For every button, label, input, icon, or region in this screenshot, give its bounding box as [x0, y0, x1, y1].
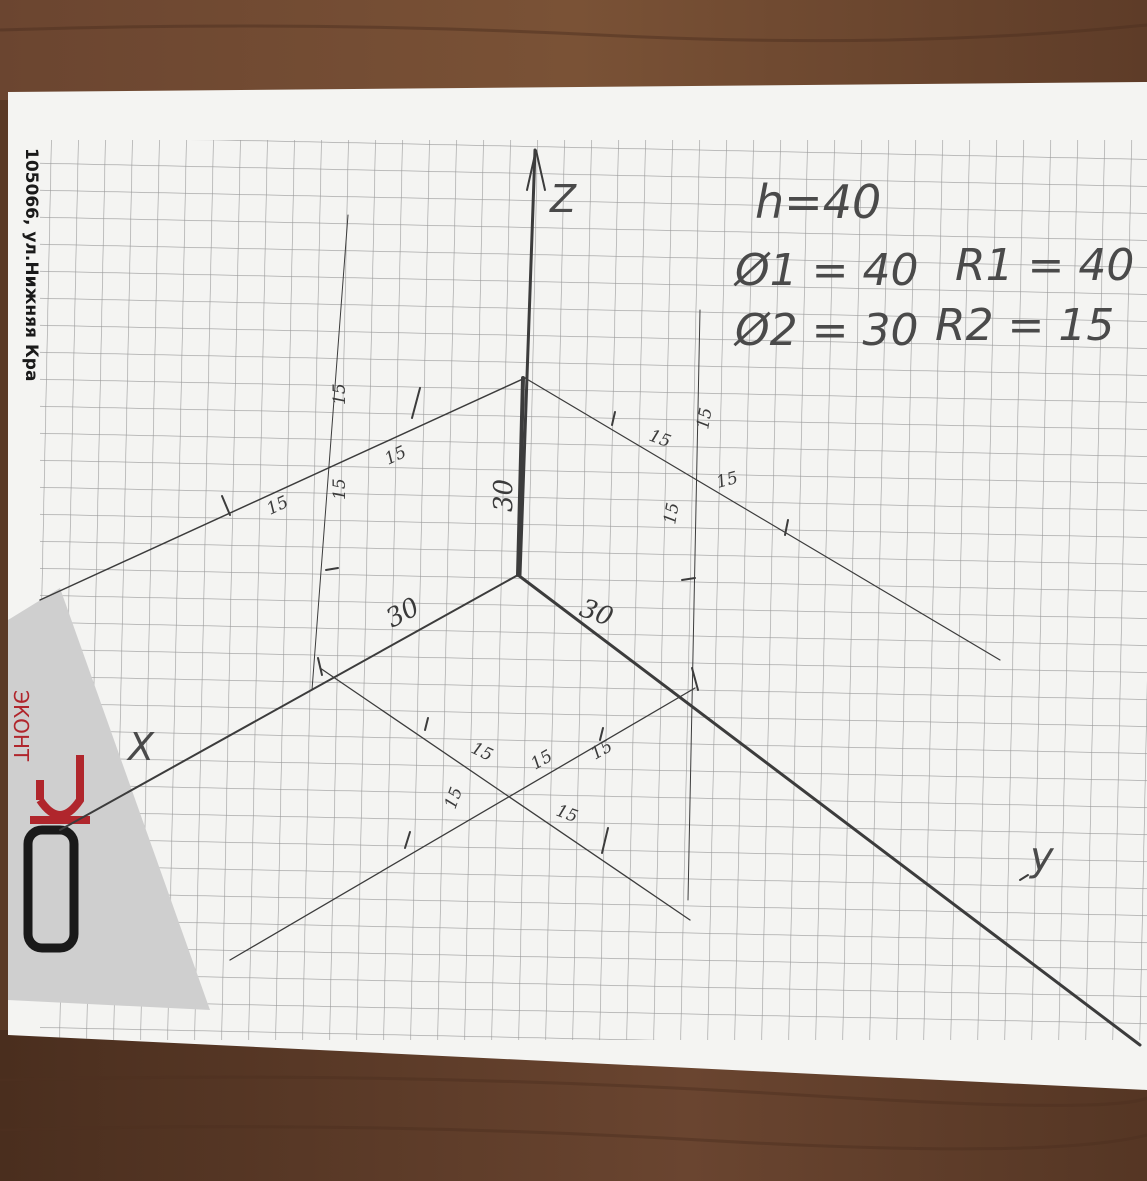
z-axis-arrow	[526, 149, 546, 191]
grid-paper	[40, 140, 1147, 1040]
logo-panel	[8, 588, 210, 1010]
address-strip: 105066, ул.Нижняя Кра	[21, 148, 41, 381]
wood-grain	[0, 23, 1147, 1151]
formula-h: h=40	[755, 175, 881, 229]
formula-r2: R2 = 15	[935, 300, 1114, 351]
formula-d2: Ø2 = 30	[733, 305, 918, 356]
logo: ЭКОНТ	[9, 690, 90, 953]
mark-15: 15	[693, 406, 716, 431]
logo-text: ЭКОНТ	[9, 690, 33, 762]
formula-d1: Ø1 = 40	[733, 245, 918, 296]
mark-15: 15	[660, 501, 683, 526]
formula-block: h=40 Ø1 = 40 R1 = 40 Ø2 = 30 R2 = 15	[733, 175, 1134, 356]
x-axis-line	[59, 574, 519, 831]
x-axis-label: X	[126, 725, 155, 769]
y-axis-label: y	[1029, 834, 1055, 880]
drawing	[39, 148, 1142, 1047]
formula-r1: R1 = 40	[955, 240, 1134, 291]
logo-mark-black	[23, 825, 79, 953]
dim-z-height: 30	[489, 479, 519, 512]
mark-15: 15	[330, 383, 350, 405]
z-axis-line	[518, 148, 537, 577]
table-top	[0, 0, 1147, 100]
z-axis-label: Z	[549, 177, 577, 221]
mark-15: 15	[330, 478, 350, 500]
y-axis-line	[516, 573, 1142, 1047]
